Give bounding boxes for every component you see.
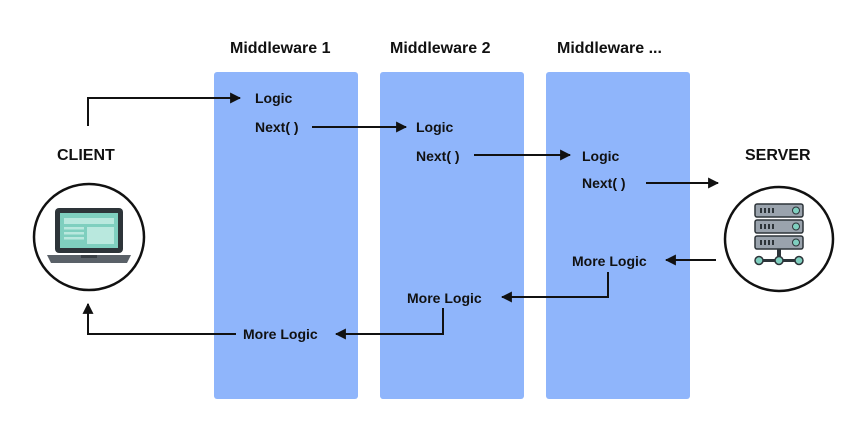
middleware-2-logic: Logic [416,119,454,135]
client-label: CLIENT [57,147,115,164]
client-icon-circle [31,181,147,298]
arrow-mw3-to-mw2 [500,272,609,303]
middleware-1-logic: Logic [255,90,293,106]
middleware-3-title: Middleware ... [557,40,662,57]
server-icon-circle [722,184,836,299]
middleware-2-next: Next( ) [416,148,460,164]
middleware-1-title: Middleware 1 [230,40,331,57]
middleware-3-more-logic: More Logic [572,253,647,269]
middleware-3-next: Next( ) [582,175,626,191]
arrow-mw1-to-client [82,302,236,335]
middleware-3-logic: Logic [582,148,620,164]
arrow-client-to-mw1 [87,92,242,126]
server-label: SERVER [745,147,811,164]
middleware-1-next: Next( ) [255,119,299,135]
middleware-column-3 [546,72,690,399]
middleware-2-more-logic: More Logic [407,290,482,306]
arrow-mw2-to-mw1 [334,308,444,340]
server-rack-icon [723,185,835,293]
laptop-icon [32,182,146,292]
middleware-1-more-logic: More Logic [243,326,318,342]
middleware-2-title: Middleware 2 [390,40,491,57]
